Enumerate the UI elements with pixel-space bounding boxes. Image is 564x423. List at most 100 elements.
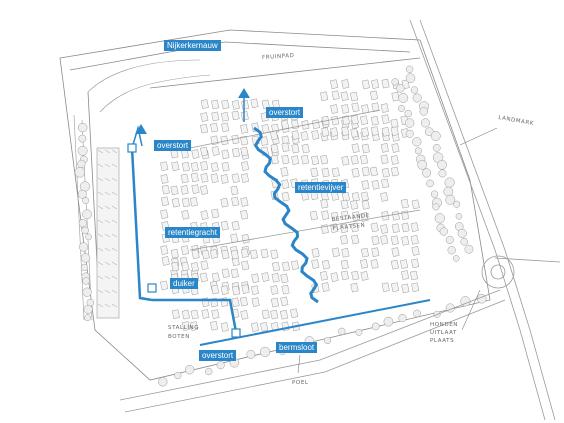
house <box>201 309 210 319</box>
house <box>390 126 399 136</box>
house <box>250 285 259 295</box>
house <box>360 271 369 281</box>
house <box>370 222 379 233</box>
house <box>280 273 289 284</box>
house <box>341 126 350 136</box>
boat-slip <box>104 247 111 252</box>
house <box>281 179 290 189</box>
house <box>350 114 359 125</box>
house <box>211 272 220 283</box>
house <box>360 259 369 269</box>
house <box>170 248 179 259</box>
tree <box>398 93 409 103</box>
house <box>350 222 359 233</box>
house <box>380 234 389 245</box>
house <box>391 210 400 221</box>
house <box>341 115 350 125</box>
house <box>281 191 290 202</box>
house <box>371 180 380 190</box>
label-duiker: duiker <box>170 278 198 289</box>
house <box>330 127 339 137</box>
house <box>190 172 199 183</box>
house <box>391 282 400 293</box>
tree <box>432 203 440 211</box>
boat-slip <box>97 205 104 210</box>
house <box>239 296 248 307</box>
house <box>351 143 360 153</box>
house <box>240 146 249 157</box>
tree <box>430 190 439 198</box>
house <box>371 247 380 257</box>
tree <box>77 145 88 156</box>
house <box>221 161 230 172</box>
house <box>209 249 218 259</box>
house <box>341 155 350 166</box>
tree <box>430 131 441 141</box>
house <box>300 131 309 141</box>
boat-slip <box>104 205 111 210</box>
house <box>330 272 339 282</box>
house <box>341 210 350 221</box>
house <box>272 261 281 272</box>
house <box>381 114 390 124</box>
boat-slip <box>111 205 118 210</box>
tree <box>455 213 463 220</box>
house <box>270 249 279 260</box>
house <box>319 271 328 281</box>
house <box>240 135 249 146</box>
tree <box>419 107 429 116</box>
house <box>241 284 250 294</box>
house <box>231 147 240 158</box>
house <box>181 210 190 220</box>
house <box>401 222 410 233</box>
tree <box>205 367 213 376</box>
boat-slip <box>104 177 111 182</box>
tree <box>80 253 91 263</box>
house <box>190 162 199 172</box>
tree <box>437 160 447 170</box>
tree <box>77 159 86 168</box>
house <box>301 154 310 165</box>
boat-slips <box>97 149 118 308</box>
label-overstort-left: overstort <box>154 140 192 151</box>
house <box>361 79 370 90</box>
tree <box>445 194 456 205</box>
tree <box>443 186 454 197</box>
tree <box>421 168 432 178</box>
house <box>381 167 390 178</box>
house <box>181 197 190 208</box>
tree <box>434 213 445 224</box>
tree <box>74 167 86 178</box>
house <box>340 234 349 245</box>
tree <box>412 93 422 103</box>
house <box>291 155 300 165</box>
label-bermsloot: bermsloot <box>276 342 318 353</box>
house <box>230 249 239 260</box>
boat-slip <box>104 261 111 266</box>
house <box>411 246 420 256</box>
house <box>270 297 279 308</box>
tree <box>355 328 363 336</box>
house <box>211 99 220 110</box>
house <box>161 184 170 195</box>
house <box>231 196 240 207</box>
tree <box>216 361 225 370</box>
tree <box>78 242 89 252</box>
tree <box>439 227 448 236</box>
tree <box>410 86 419 94</box>
house <box>200 123 209 134</box>
house <box>409 270 418 281</box>
house <box>250 322 259 332</box>
house <box>200 210 209 220</box>
label-nijkerkernauw: Nijkerkernauw <box>164 40 221 51</box>
house <box>321 259 330 270</box>
house <box>291 130 300 140</box>
house <box>340 223 349 234</box>
house <box>321 167 330 178</box>
tree <box>447 246 456 255</box>
house <box>181 309 190 320</box>
house <box>310 167 319 178</box>
house <box>370 126 379 136</box>
house <box>220 112 229 122</box>
boat-slip <box>97 191 104 196</box>
